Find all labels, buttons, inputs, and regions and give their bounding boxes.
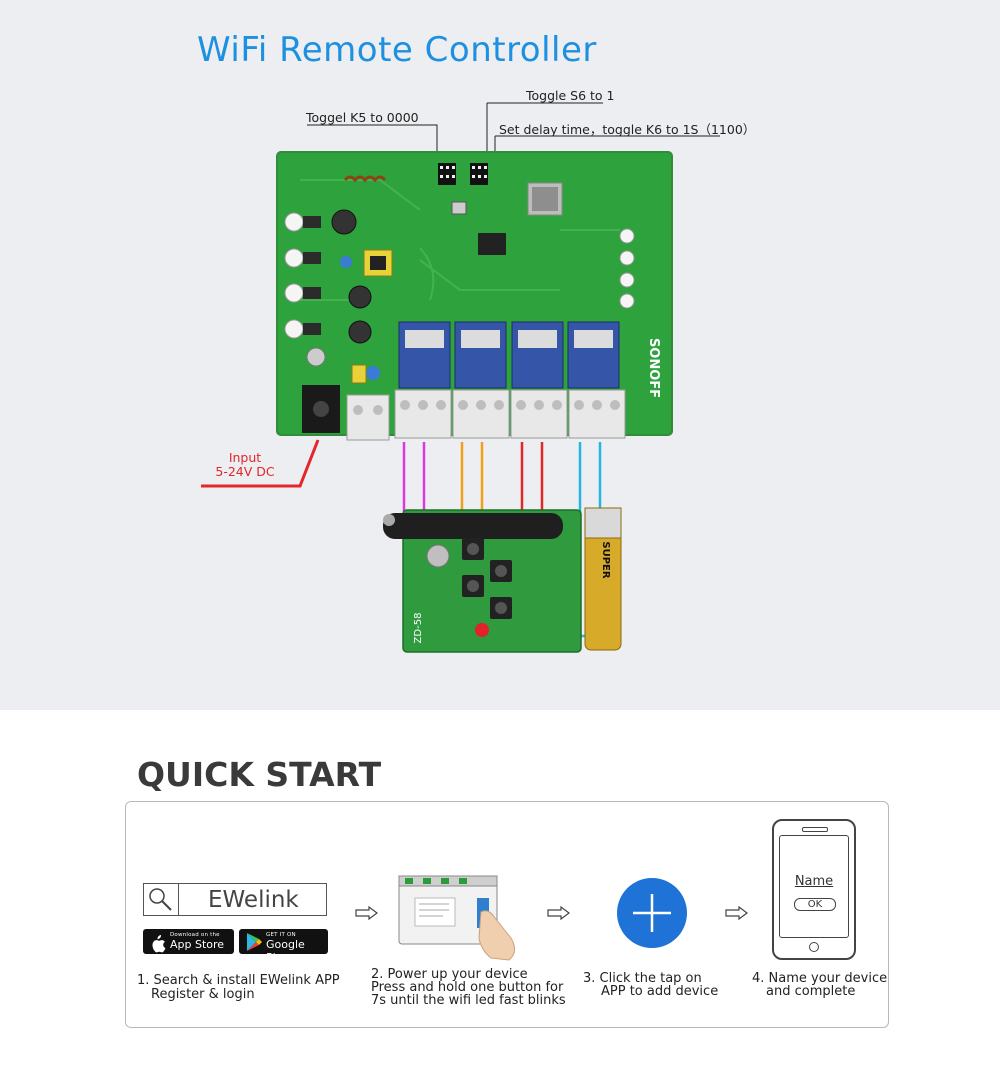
input-label: Input 5-24V DC — [208, 451, 282, 479]
google-play-small-text: GET IT ON — [266, 932, 296, 938]
ewelink-search-box: EWelink — [143, 883, 327, 916]
step4-line1: 4. Name your device — [752, 971, 888, 986]
input-label-line2: 5-24V DC — [215, 464, 275, 479]
relay-board: SONOFF — [276, 151, 673, 441]
remote-model: ZD-58 — [413, 613, 424, 644]
step2-line2: Press and hold one button for — [371, 980, 564, 995]
step3-line1: 3. Click the tap on — [583, 971, 702, 986]
app-store-small-text: Download on the — [170, 932, 220, 938]
apple-icon — [152, 935, 166, 953]
google-play-big-text: Google Play — [266, 938, 305, 964]
step1-line1: 1. Search & install EWelink APP — [137, 973, 340, 988]
arrow-icon — [547, 906, 570, 920]
step1-line2: Register & login — [151, 987, 255, 1002]
step3-line2: APP to add device — [601, 984, 719, 999]
app-store-badge[interactable]: Download on the App Store — [143, 929, 234, 954]
battery-label: SUPER — [600, 541, 611, 578]
google-play-icon — [247, 933, 262, 951]
callout-toggle-k5: Toggel K5 to 0000 — [306, 110, 419, 125]
phone-illustration: Name OK — [772, 819, 856, 960]
phone-screen: Name OK — [779, 835, 849, 938]
step4-line2: and complete — [766, 984, 856, 999]
input-label-line1: Input — [228, 450, 262, 465]
phone-ok-button: OK — [794, 898, 836, 911]
search-brand-text: EWelink — [208, 887, 299, 913]
add-device-button[interactable] — [617, 878, 687, 948]
arrow-icon — [355, 906, 378, 920]
phone-home-button — [809, 942, 819, 952]
step2-line3: 7s until the wifi led fast blinks — [371, 993, 566, 1008]
step2-line1: 2. Power up your device — [371, 967, 528, 982]
search-icon — [144, 884, 179, 915]
app-store-big-text: App Store — [170, 938, 225, 951]
phone-name-label: Name — [794, 874, 834, 889]
callout-toggle-s6: Toggle S6 to 1 — [526, 88, 615, 103]
google-play-badge[interactable]: GET IT ON Google Play — [239, 929, 328, 964]
page-title: WiFi Remote Controller — [197, 30, 597, 70]
callout-set-delay: Set delay time，toggle K6 to 1S（1100） — [499, 122, 756, 137]
plus-icon — [633, 894, 671, 932]
phone-speaker — [802, 827, 828, 832]
remote-control: SUPER ZD-58 — [383, 507, 622, 653]
relays — [398, 321, 620, 389]
quick-start-title: QUICK START — [137, 755, 382, 794]
wiring-diagram: SONOFF — [201, 102, 720, 653]
input-wire — [201, 439, 320, 488]
arrow-icon — [725, 906, 748, 920]
board-brand: SONOFF — [646, 338, 661, 398]
device-press-illustration — [398, 875, 515, 961]
